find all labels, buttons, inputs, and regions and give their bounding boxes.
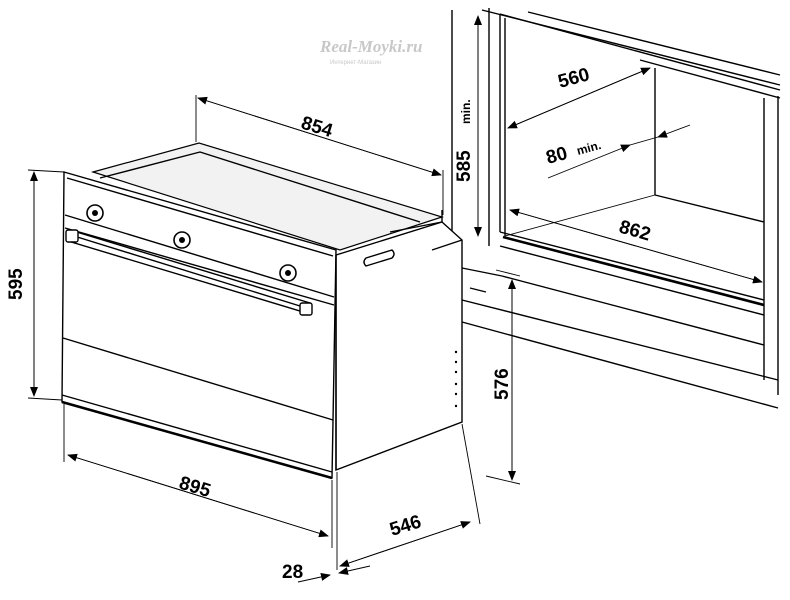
side-vent-dots [454, 350, 458, 408]
cabinet-niche [451, 8, 781, 409]
dimension-lines [27, 15, 763, 583]
oven-side [335, 221, 463, 472]
watermark-site: Real-Moyki.ru [319, 37, 422, 56]
oven-knob [279, 264, 297, 282]
dim-label-595: 595 [6, 268, 27, 300]
dim-label-585: 585 [454, 150, 475, 182]
oven-side-slot [363, 249, 395, 267]
dim-label-560: 560 [556, 64, 592, 92]
watermark: Real-Moyki.ru Интернет-Магазин [319, 37, 422, 66]
oven-knob [173, 231, 191, 249]
dim-label-546: 546 [387, 511, 423, 540]
dim-label-585-min: min. [459, 99, 473, 124]
dim-label-28: 28 [282, 562, 303, 583]
oven [61, 142, 463, 480]
dim-label-80: 80 [544, 143, 570, 169]
oven-knob [86, 204, 104, 222]
dim-label-576: 576 [492, 368, 513, 400]
dim-label-854: 854 [299, 113, 336, 142]
watermark-tagline: Интернет-Магазин [330, 60, 381, 66]
dim-label-80-min: min. [575, 138, 602, 158]
dim-label-862: 862 [617, 217, 653, 246]
oven-door-handle [65, 229, 313, 316]
dim-label-895: 895 [177, 473, 214, 502]
